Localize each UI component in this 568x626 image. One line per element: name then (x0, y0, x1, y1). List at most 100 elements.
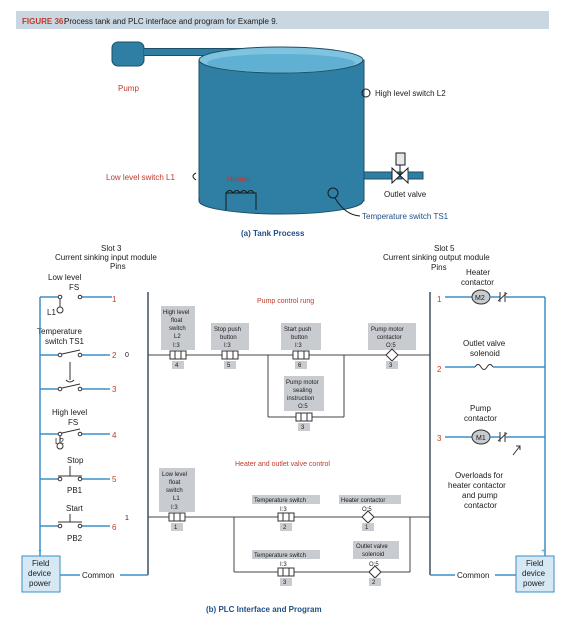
m1-label: M1 (476, 435, 486, 442)
rung2-contact-2: Temperature switch I:3 2 (252, 495, 320, 531)
input-pin-2: 2 (112, 351, 117, 360)
heater-contactor-label-2: contactor (461, 278, 494, 287)
m2-label: M2 (475, 295, 485, 302)
rung1-title: Pump control rung (257, 298, 314, 305)
input-field-power-2: device (28, 569, 52, 578)
heater-label: Heater (227, 175, 251, 184)
rung2-number: 1 (125, 515, 129, 522)
caption-bar (16, 11, 549, 29)
input-field-power-1: Field (32, 559, 49, 568)
input-field-wiring (39, 294, 112, 556)
svg-text:6: 6 (298, 363, 302, 369)
low-level-switch-label: Low level switch L1 (106, 173, 175, 182)
temp-switch-label-1: Temperature (37, 327, 82, 336)
start-label: Start (66, 504, 84, 513)
low-level-switch-symbol (192, 172, 197, 181)
plc-caption: (b) PLC Interface and Program (206, 605, 322, 614)
svg-text:switch: switch (166, 488, 183, 494)
svg-text:4: 4 (175, 363, 179, 369)
heater-contactor-label-1: Heater (466, 268, 490, 277)
rung2-title: Heater and outlet valve control (235, 461, 330, 468)
svg-text:Heater contactor: Heater contactor (341, 498, 385, 504)
rung2-contact-3: Temperature switch I:3 3 (252, 550, 320, 586)
rung1-contact-2: Stop push button I:3 5 (211, 323, 249, 369)
temperature-switch-symbol (327, 187, 339, 199)
tank-graphic (198, 46, 365, 215)
input-common-label: Common (82, 571, 114, 580)
l1-label: L1 (47, 308, 56, 317)
input-module-title: Current sinking input module (55, 253, 157, 262)
svg-text:High level: High level (163, 310, 189, 316)
svg-text:L1: L1 (173, 496, 180, 502)
rung1-number: 0 (125, 352, 129, 359)
svg-text:I:3: I:3 (295, 343, 302, 349)
input-slot-label: Slot 3 (101, 244, 122, 253)
svg-text:5: 5 (227, 363, 231, 369)
overloads-label-3: and pump (462, 491, 498, 500)
svg-text:I:3: I:3 (280, 507, 287, 513)
svg-text:L2: L2 (174, 334, 181, 340)
low-level-fs-label: FS (69, 283, 79, 292)
outlet-solenoid-label-2: solenoid (470, 349, 500, 358)
outlet-solenoid-label-1: Outlet valve (463, 339, 506, 348)
input-pin-4: 4 (112, 431, 117, 440)
output-slot-label: Slot 5 (434, 244, 455, 253)
svg-text:sealing: sealing (293, 388, 312, 394)
svg-text:Pump motor: Pump motor (286, 380, 319, 386)
svg-text:Pump motor: Pump motor (371, 327, 404, 333)
output-field-wiring (445, 289, 546, 556)
output-field-power-3: power (523, 579, 545, 588)
input-pins-label: Pins (110, 262, 126, 271)
caption-text: Process tank and PLC interface and progr… (64, 17, 278, 26)
rung2-outlet-coil: Outlet valve solenoid O:5 2 (353, 541, 399, 586)
svg-text:Outlet valve: Outlet valve (356, 544, 388, 550)
svg-text:float: float (169, 480, 181, 486)
svg-text:solenoid: solenoid (362, 552, 384, 558)
input-pin-3: 3 (112, 385, 117, 394)
tank-caption: (a) Tank Process (241, 229, 305, 238)
svg-text:Low level: Low level (162, 472, 187, 478)
overloads-label-2: heater contactor (448, 481, 506, 490)
svg-text:Stop push: Stop push (214, 327, 241, 333)
heater-element (225, 192, 257, 210)
rung1-output-coil: Pump motor contactor O:5 3 (368, 323, 416, 369)
svg-text:I:3: I:3 (224, 343, 231, 349)
svg-text:3: 3 (389, 363, 393, 369)
output-pins-label: Pins (431, 263, 447, 272)
svg-text:O:5: O:5 (369, 562, 379, 568)
outlet-valve-label: Outlet valve (384, 190, 427, 199)
svg-text:I:3: I:3 (173, 343, 180, 349)
output-plus: + (541, 548, 545, 555)
svg-text:3: 3 (283, 580, 287, 586)
svg-text:O:5: O:5 (386, 343, 396, 349)
svg-text:contactor: contactor (377, 335, 402, 341)
pump-contactor-label-1: Pump (470, 404, 491, 413)
svg-text:float: float (171, 318, 183, 324)
heater-coil (225, 190, 255, 194)
svg-text:1: 1 (174, 525, 178, 531)
output-module-title: Current sinking output module (383, 253, 490, 262)
svg-text:button: button (291, 335, 308, 341)
rung2-contact-1: Low level float switch L1 I:3 1 (159, 468, 195, 531)
svg-text:3: 3 (301, 425, 305, 431)
outlet-valve-graphic (363, 152, 424, 185)
high-level-label: High level (52, 408, 87, 417)
high-level-switch-label: High level switch L2 (375, 89, 446, 98)
svg-text:O:5: O:5 (298, 404, 308, 410)
pb1-label: PB1 (67, 486, 83, 495)
stop-label: Stop (67, 456, 84, 465)
high-level-switch-symbol (361, 88, 371, 98)
output-pin-2: 2 (437, 365, 442, 374)
output-field-power-box (515, 555, 555, 593)
output-field-power-1: Field (526, 559, 543, 568)
svg-text:Temperature switch: Temperature switch (254, 553, 306, 559)
rung1-seal-contact: Pump motor sealing instruction O:5 3 (284, 376, 324, 431)
svg-text:O:5: O:5 (362, 507, 372, 513)
svg-text:instruction: instruction (287, 396, 314, 402)
output-field-power-2: device (522, 569, 546, 578)
input-pin-6: 6 (112, 523, 117, 532)
temp-switch-label-2: switch TS1 (45, 337, 85, 346)
svg-text:switch: switch (169, 326, 186, 332)
temperature-switch-label: Temperature switch TS1 (362, 212, 449, 221)
